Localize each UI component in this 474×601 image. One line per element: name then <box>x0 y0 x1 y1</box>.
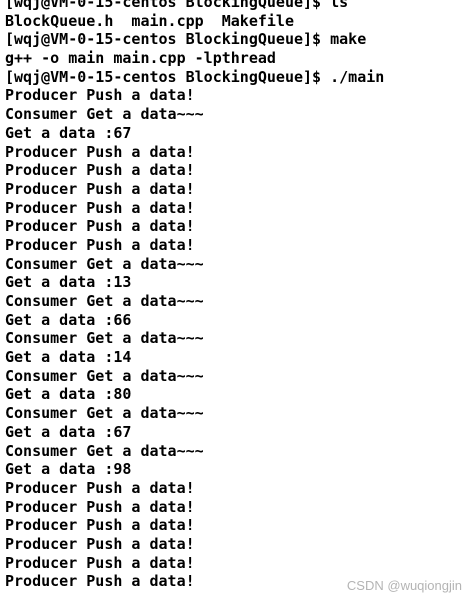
terminal-line: Get a data :98 <box>5 460 132 479</box>
terminal-line: Producer Push a data! <box>5 235 195 254</box>
terminal-line: Producer Push a data! <box>5 572 195 591</box>
terminal-line: Producer Push a data! <box>5 198 195 217</box>
terminal-line: Producer Push a data! <box>5 179 195 198</box>
terminal-line: Producer Push a data! <box>5 534 195 553</box>
terminal-line: Producer Push a data! <box>5 516 195 535</box>
terminal-line: Consumer Get a data~~~ <box>5 292 204 310</box>
terminal-line: Consumer Get a data~~~ <box>5 404 204 423</box>
terminal-line: Get a data :80 <box>5 385 132 404</box>
terminal-line: Producer Push a data! <box>5 553 195 572</box>
terminal-line: Producer Push a data! <box>5 217 195 236</box>
terminal-line: Consumer Get a data~~~ <box>5 254 204 273</box>
terminal-line: Get a data :14 <box>5 348 132 367</box>
terminal-line: [wqj@VM-0-15-centos BlockingQueue]$ ./ma… <box>5 67 385 86</box>
watermark: CSDN @wuqiongjin <box>346 578 462 593</box>
terminal-line: Get a data :67 <box>5 422 132 441</box>
terminal-line: Consumer Get a data~~~ <box>5 441 204 460</box>
terminal-line: g++ -o main main.cpp -lpthread <box>5 49 276 68</box>
terminal-line: Producer Push a data! <box>5 142 195 161</box>
terminal-line: Get a data :67 <box>5 123 132 142</box>
terminal-line: Producer Push a data! <box>5 86 195 105</box>
terminal-line: [wqj@VM-0-15-centos BlockingQueue]$ ls <box>5 0 349 11</box>
terminal-line: Producer Push a data! <box>5 497 195 516</box>
terminal-line: Get a data :66 <box>5 310 132 329</box>
terminal-line: Consumer Get a data~~~ <box>5 366 204 385</box>
terminal-line: BlockQueue.h main.cpp Makefile <box>5 11 294 30</box>
terminal-line: Consumer Get a data~~~ <box>5 105 204 124</box>
terminal-line: Get a data :13 <box>5 273 132 292</box>
terminal-line: Producer Push a data! <box>5 161 195 180</box>
terminal-line: Consumer Get a data~~~ <box>5 329 204 348</box>
terminal-line: Producer Push a data! <box>5 478 195 497</box>
terminal-line: [wqj@VM-0-15-centos BlockingQueue]$ make <box>5 30 367 49</box>
